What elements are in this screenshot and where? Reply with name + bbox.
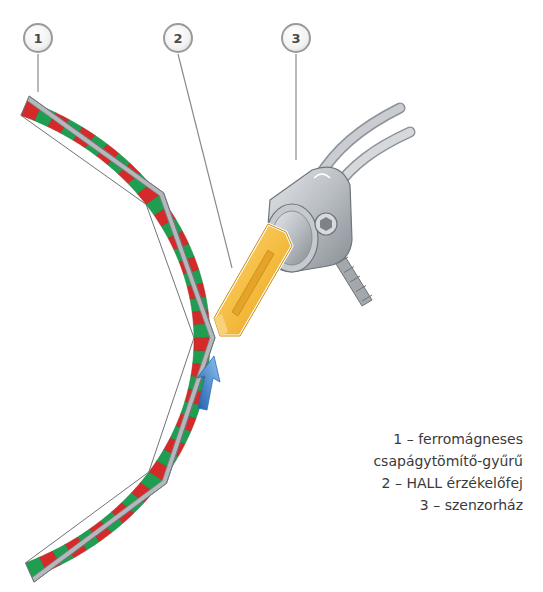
hall-sensor-head <box>214 224 292 336</box>
callout-number: 3 <box>291 31 300 46</box>
key-text: 1 – ferromágneses csapágytömítő-gyűrű2 –… <box>345 428 523 516</box>
callout-number: 1 <box>33 31 42 46</box>
callout-circle: 3 <box>281 23 311 53</box>
leader-line <box>178 54 232 268</box>
leader-line <box>295 54 296 160</box>
bearing-seal-ring <box>21 96 215 582</box>
part-label: 2 – HALL érzékelőfej <box>345 472 523 494</box>
leader-lines <box>38 54 296 268</box>
callout-circle: 1 <box>23 23 53 53</box>
callout-circle: 2 <box>163 23 193 53</box>
leader-line <box>37 54 38 92</box>
callout-number: 2 <box>173 31 182 46</box>
part-label: 3 – szenzorház <box>345 494 523 516</box>
rotation-arrow <box>197 356 220 410</box>
part-label: 1 – ferromágneses csapágytömítő-gyűrű <box>345 428 523 472</box>
